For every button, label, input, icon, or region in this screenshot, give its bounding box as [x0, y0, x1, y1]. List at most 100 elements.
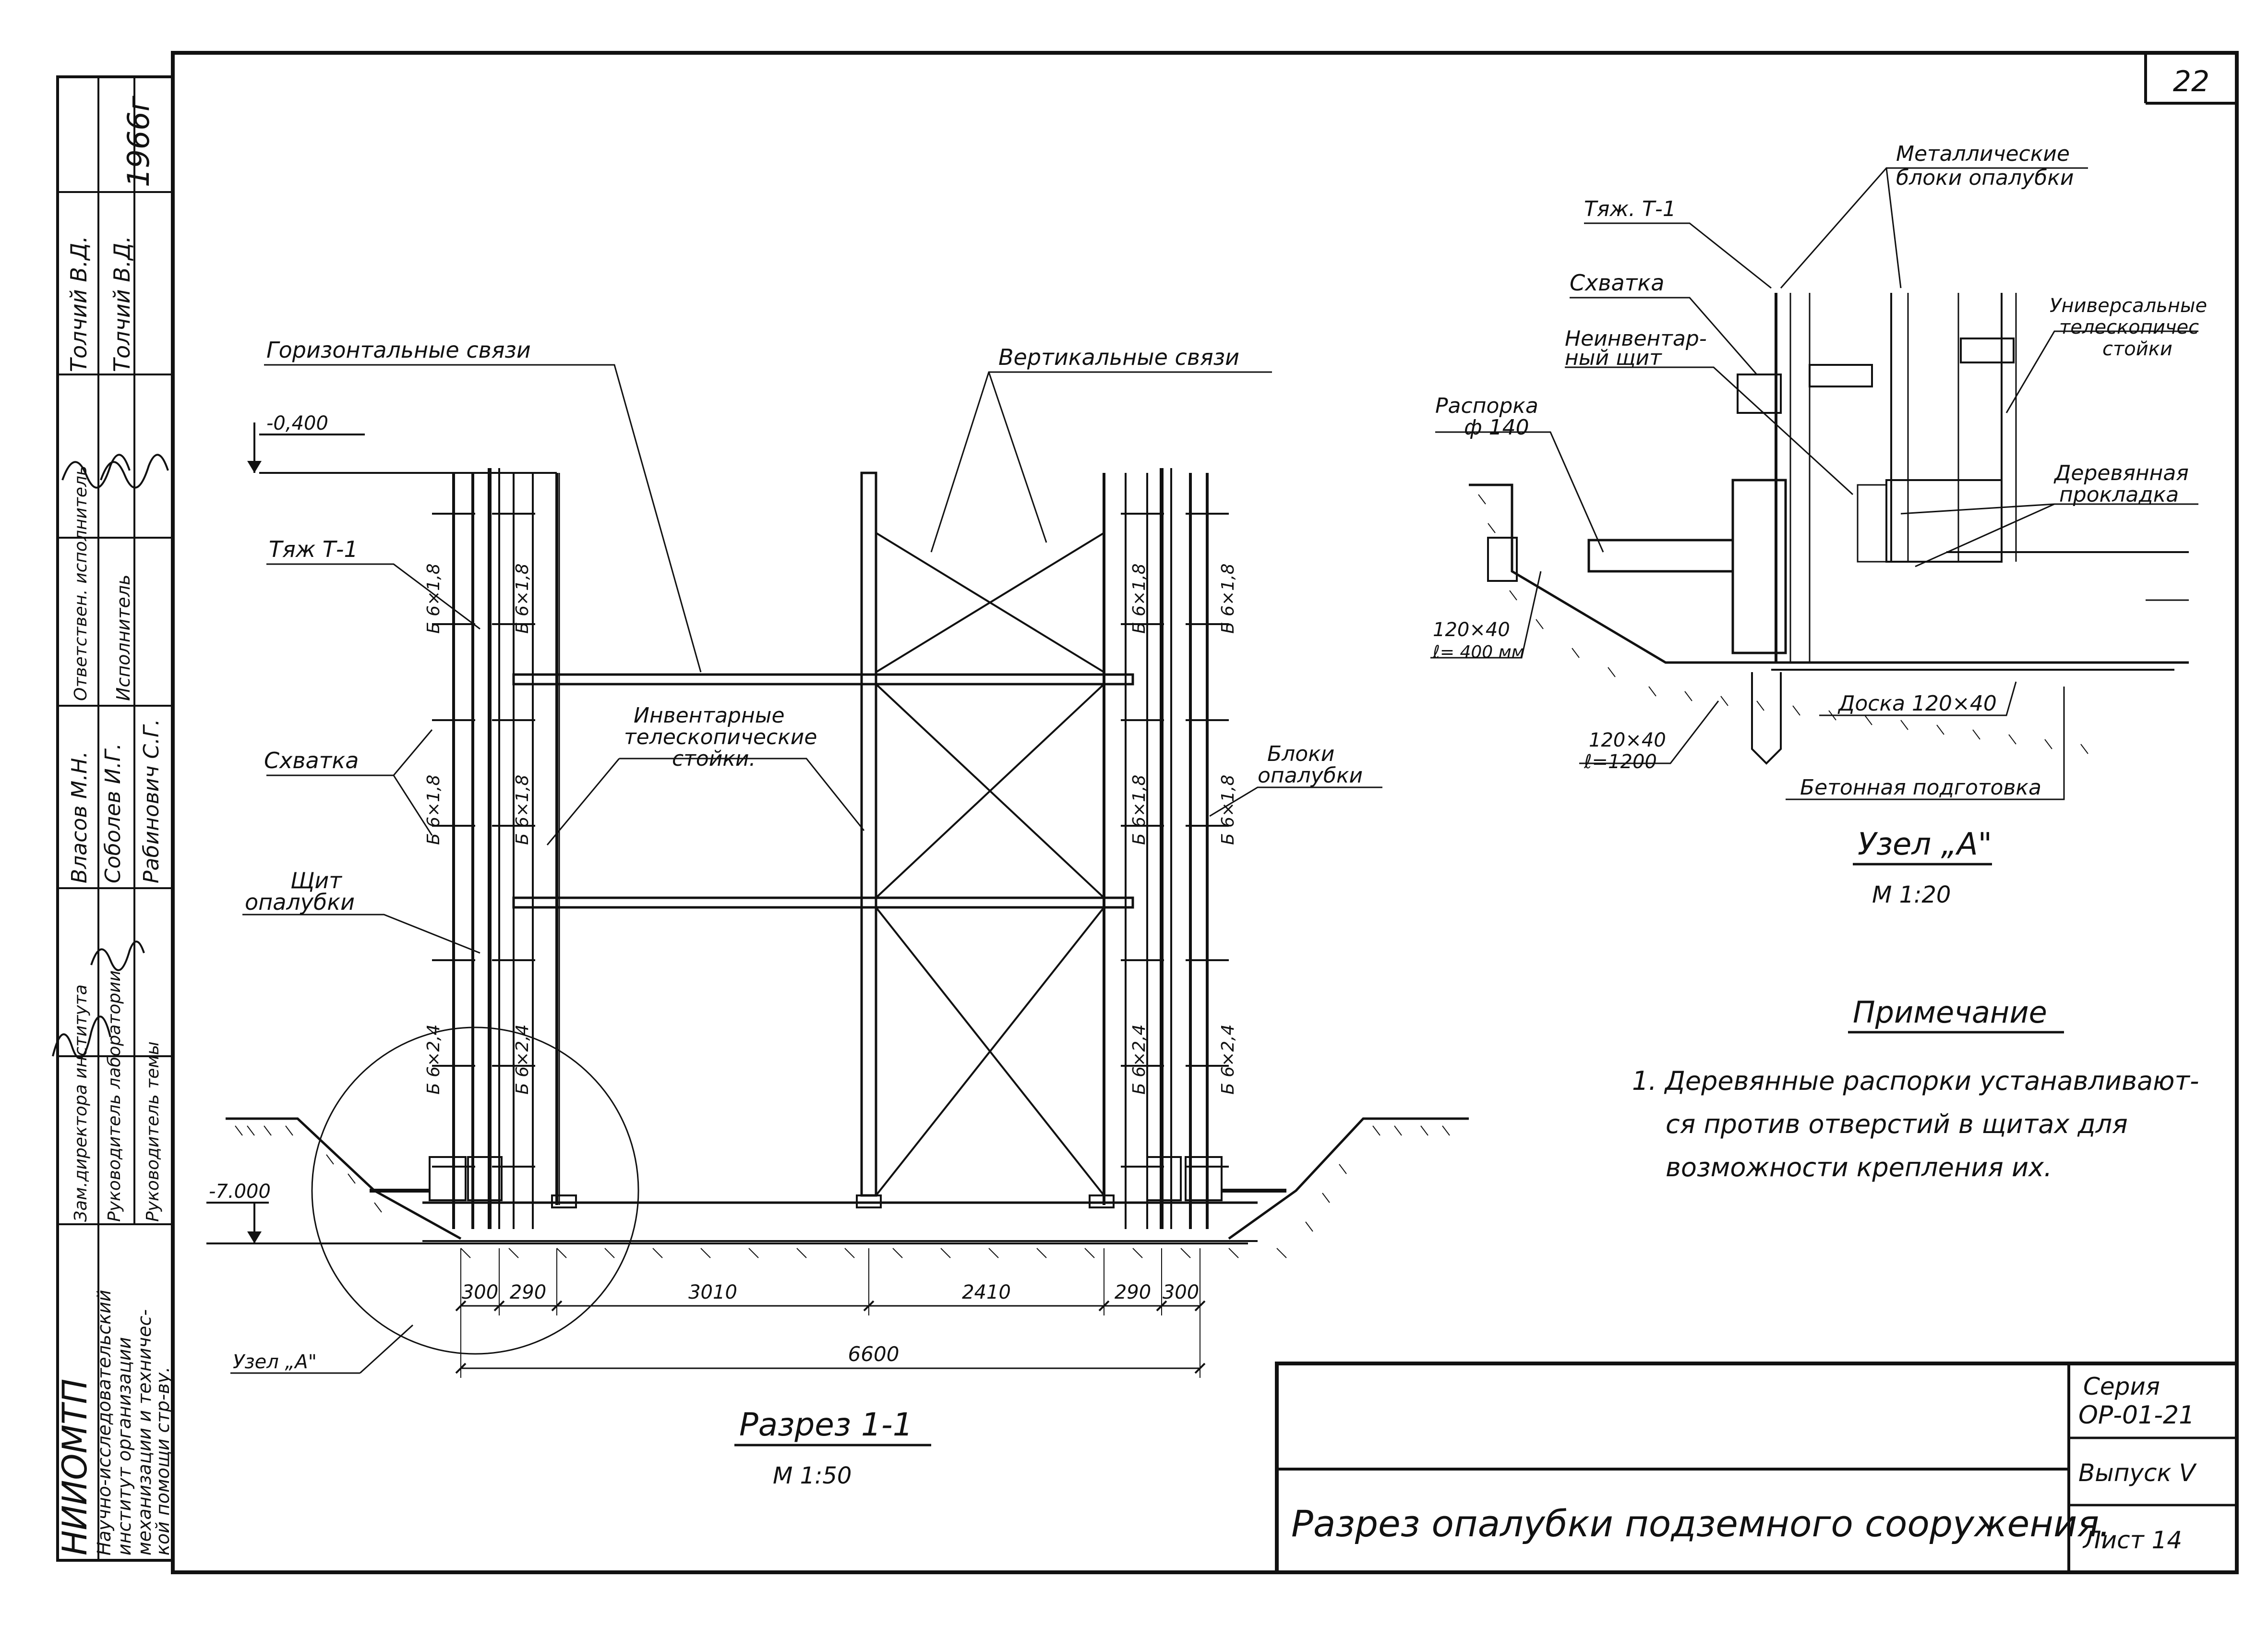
note-line-2: ся против отверстий в щитах для [1666, 1109, 2128, 1139]
excavation [226, 1117, 1469, 1258]
dim-1: 300 [462, 1281, 498, 1303]
stamp-role-4: Ответствен. исполнитель [71, 466, 91, 701]
stamp-role-3: Руководитель темы [143, 1041, 163, 1222]
series-label: Серия [2083, 1373, 2160, 1400]
note-block: Примечание 1. Деревянные распорки устана… [1632, 995, 2199, 1182]
node-label-strut-2: ф 140 [1464, 415, 1529, 440]
node-label-bar1-1: 120×40 [1433, 619, 1510, 641]
label-node-ref: Узел „А" [233, 1351, 317, 1373]
sheet-frame [171, 51, 2239, 1574]
section-scale: М 1:50 [773, 1462, 852, 1489]
elevation-bottom-label: -7.000 [209, 1181, 271, 1203]
node-label-metal-1: Металлические [1896, 142, 2070, 166]
label-vertical-ties: Вертикальные связи [998, 344, 1239, 370]
dim-3: 3010 [688, 1281, 737, 1303]
stamp-name-5: Толчий В.Д. [109, 236, 135, 372]
dim-total: 6600 [848, 1342, 900, 1366]
node-label-univ-3: стойки [2102, 338, 2172, 360]
label-blocks-2: опалубки [1258, 763, 1363, 788]
node-leaders [1430, 167, 2198, 800]
elevation-top [247, 422, 557, 474]
stamp-name-1: Власов М.Н. [67, 751, 92, 883]
right-wall [1103, 468, 1286, 1229]
dim-6: 300 [1163, 1281, 1199, 1303]
block-label-r3: Б 6×1,8 [1129, 775, 1149, 845]
node-structure [1469, 293, 2189, 765]
node-label-board: Доска 120×40 [1837, 691, 1997, 716]
node-label-wood-1: Деревянная [2053, 461, 2189, 485]
node-label-bar1-2: ℓ= 400 мм [1432, 642, 1524, 662]
block-label-l3: Б 6×1,8 [424, 775, 444, 845]
stamp-role-5: Исполнитель [113, 575, 134, 701]
stamp-role-1: Зам.директора института [71, 984, 91, 1222]
label-shield-1: Щит [290, 868, 342, 893]
elevation-bottom [206, 1202, 1248, 1244]
label-shield-2: опалубки [245, 889, 355, 915]
stamp-org-line3: механизации и техничес- [134, 1309, 155, 1556]
stamp-org-line1: Научно-исследовательский [94, 1290, 115, 1556]
stamp-year: 1966г [121, 96, 156, 187]
node-label-wood-2: прокладка [2059, 482, 2179, 507]
page-number: 22 [2173, 65, 2209, 98]
node-label-univ-2: телескопичес [2059, 316, 2199, 338]
stamp-name-4: Толчий В.Д. [66, 236, 92, 372]
section-title: Разрез 1-1 [739, 1406, 913, 1443]
stamp-org-line4: кой помощи стр-ву. [152, 1367, 173, 1556]
block-label-l5: Б 6×2,4 [424, 1025, 444, 1095]
dim-4: 2410 [962, 1281, 1011, 1303]
node-label-univ-1: Универсальные [2050, 295, 2207, 317]
node-label-concrete: Бетонная подготовка [1800, 775, 2041, 800]
block-label-r1: Б 6×1,8 [1129, 564, 1149, 634]
label-props-1: Инвентарные [634, 703, 785, 728]
block-label-l4: Б 6×1,8 [513, 775, 532, 845]
signature-3 [61, 454, 131, 489]
node-label-strut-1: Распорка [1435, 394, 1538, 418]
stamp-name-3: Рабинович С.Г. [139, 719, 164, 883]
label-blocks-1: Блоки [1267, 742, 1334, 766]
stamp-org-abbr: НИИОМТП [55, 1379, 95, 1556]
node-label-clamp: Схватка [1570, 270, 1664, 296]
node-title: Узел „А" [1858, 827, 1992, 862]
section-1-1: -0,400 -7.000 [206, 337, 1469, 1489]
note-line-3: возможности крепления их. [1666, 1152, 2052, 1182]
label-tie-rod: Тяж Т-1 [269, 536, 358, 562]
side-stamp: 1966г Зам.директора института Власов М.Н… [52, 75, 174, 1562]
signature-1 [52, 1015, 111, 1059]
left-wall [370, 468, 560, 1229]
elevation-top-label: -0,400 [266, 412, 328, 434]
node-label-bar2-2: ℓ=1200 [1584, 751, 1657, 773]
signature-4 [100, 454, 169, 489]
node-a-detail: Тяж. Т-1 Металлические блоки опалубки Сх… [1430, 142, 2207, 908]
dimension-lines [455, 1248, 1206, 1378]
label-horizontal-ties: Горизонтальные связи [266, 337, 531, 363]
block-label-l2: Б 6×1,8 [513, 564, 532, 634]
note-heading: Примечание [1853, 995, 2047, 1030]
label-props-3: стойки. [672, 747, 756, 771]
dim-2: 290 [510, 1281, 546, 1303]
dim-5: 290 [1115, 1281, 1151, 1303]
block-label-r5: Б 6×2,4 [1129, 1025, 1149, 1095]
stamp-name-2: Соболев И.Г. [101, 743, 125, 883]
series-value: ОР-01-21 [2078, 1401, 2195, 1430]
node-label-tie-rod: Тяж. Т-1 [1584, 197, 1676, 221]
section-leaders [242, 364, 1382, 954]
node-label-noninv-2: ный щит [1565, 346, 1662, 370]
stamp-role-2: Руководитель лаборатории [105, 970, 124, 1222]
label-props-2: телескопические [624, 725, 817, 749]
central-structure [512, 471, 1134, 1208]
signature-2 [90, 941, 145, 971]
node-scale: М 1:20 [1872, 881, 1951, 908]
stamp-org-line2: институт организации [114, 1337, 135, 1556]
node-a-circle [311, 1026, 639, 1355]
issue-label: Выпуск V [2078, 1459, 2197, 1487]
label-clamp: Схватка [264, 748, 359, 773]
title-block [1275, 1362, 2239, 1574]
block-label-r2: Б 6×1,8 [1218, 564, 1238, 634]
node-label-metal-2: блоки опалубки [1896, 166, 2074, 190]
node-label-noninv-1: Неинвентар- [1565, 326, 1707, 351]
sheet-label: Лист 14 [2082, 1526, 2182, 1554]
node-label-bar2-1: 120×40 [1589, 729, 1666, 751]
block-label-r6: Б 6×2,4 [1218, 1025, 1238, 1095]
drawing-title: Разрез опалубки подземного сооружения. [1291, 1502, 2111, 1545]
